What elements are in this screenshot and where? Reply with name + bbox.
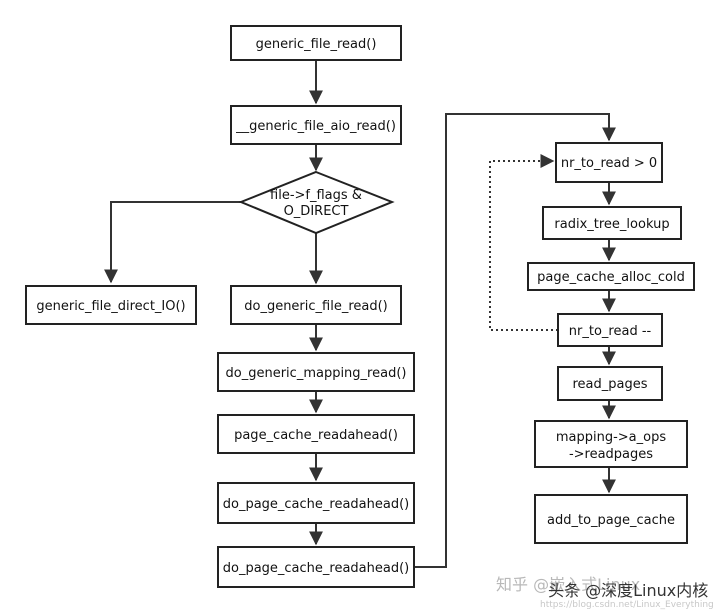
edge-do-readahead-to-nr-to-read-check [415,113,616,568]
node-generic-file-direct-io: generic_file_direct_IO() [25,285,197,325]
node-do-page-cache-readahead-1: do_page_cache_readahead() [217,482,415,524]
node-page-cache-alloc-cold: page_cache_alloc_cold [527,262,695,291]
node-generic-file-aio-read-label: __generic_file_aio_read() [235,119,396,134]
edge-loop-back-dotted [489,154,558,331]
node-generic-file-direct-io-label: generic_file_direct_IO() [36,299,185,314]
node-nr-to-read-check-label: nr_to_read > 0 [561,156,657,171]
decision-label-line2: O_DIRECT [284,204,349,219]
node-radix-tree-lookup-label: radix_tree_lookup [554,217,669,232]
node-page-cache-readahead: page_cache_readahead() [217,414,415,454]
node-radix-tree-lookup: radix_tree_lookup [542,206,682,240]
node-read-pages-label: read_pages [572,377,647,392]
watermark-front-text: 头条 @深度Linux内核 [548,581,708,600]
decision-label-line1: file->f_flags & [270,188,362,203]
node-page-cache-alloc-cold-label: page_cache_alloc_cold [537,270,685,285]
node-nr-to-read-dec: nr_to_read -- [557,313,663,347]
edges [104,60,616,568]
node-do-generic-mapping-read: do_generic_mapping_read() [217,352,415,392]
watermark: 知乎 @嵌入式Linux 头条 @深度Linux内核 https://blog.… [496,575,714,610]
node-do-generic-mapping-read-label: do_generic_mapping_read() [226,366,407,381]
node-decision-o-direct: file->f_flags & O_DIRECT [238,170,395,235]
node-mapping-readpages-label-line2: ->readpages [569,447,653,462]
node-do-page-cache-readahead-1-label: do_page_cache_readahead() [223,497,410,512]
node-read-pages: read_pages [557,366,663,401]
node-mapping-readpages-label-line1: mapping->a_ops [556,430,666,445]
node-generic-file-read-label: generic_file_read() [256,37,377,52]
node-add-to-page-cache-label: add_to_page_cache [547,513,675,528]
node-page-cache-readahead-label: page_cache_readahead() [234,428,398,443]
node-do-generic-file-read-label: do_generic_file_read() [244,299,388,314]
node-do-page-cache-readahead-2-label: do_page_cache_readahead() [223,561,410,576]
node-generic-file-aio-read: __generic_file_aio_read() [230,105,402,145]
node-generic-file-read: generic_file_read() [230,25,402,61]
node-do-generic-file-read: do_generic_file_read() [230,285,402,325]
node-nr-to-read-dec-label: nr_to_read -- [569,324,652,339]
node-nr-to-read-check: nr_to_read > 0 [555,142,663,183]
watermark-back-text: 知乎 @嵌入式Linux [496,575,640,594]
node-mapping-readpages: mapping->a_ops ->readpages [534,420,688,468]
watermark-url: https://blog.csdn.net/Linux_Everything [540,600,714,610]
node-add-to-page-cache: add_to_page_cache [534,494,688,544]
node-do-page-cache-readahead-2: do_page_cache_readahead() [217,546,415,588]
edge-decision-to-direct-io [104,201,241,284]
